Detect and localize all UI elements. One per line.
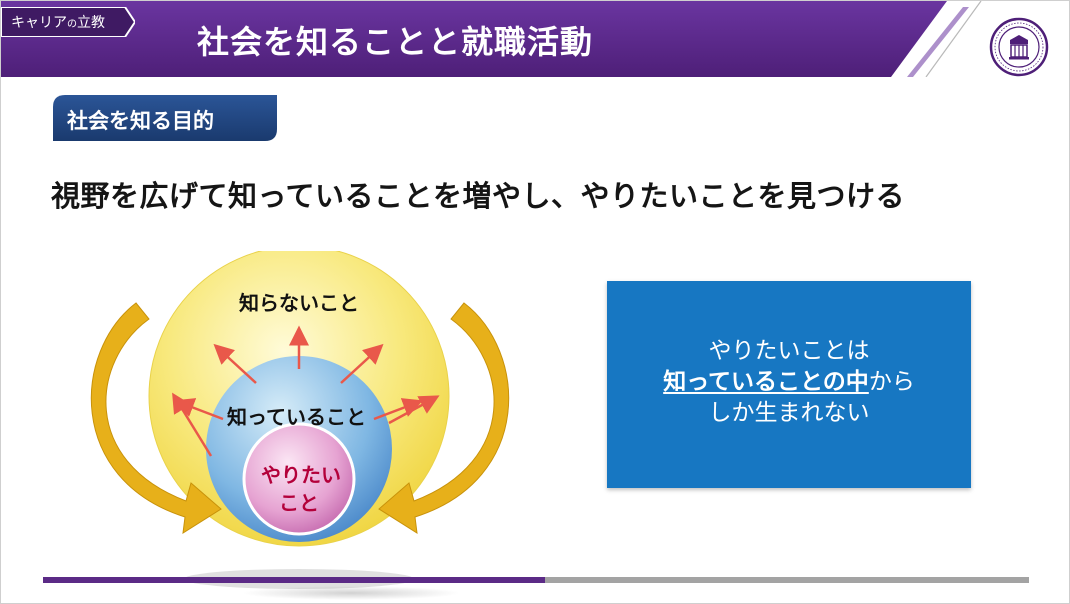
callout-line-3: しか生まれない <box>708 400 870 426</box>
expand-arrow <box>172 392 213 457</box>
callout-line-2: 知っていることの中から <box>607 367 971 398</box>
right-curved-arrow <box>378 302 510 534</box>
footer-rule <box>43 577 1029 583</box>
conclusion-callout: やりたいことは 知っていることの中から しか生まれない <box>607 281 971 488</box>
lead-sentence: 視野を広げて知っていることを増やし、やりたいことを見つける <box>51 179 906 213</box>
label-known: 知っていること <box>227 405 366 429</box>
expand-arrow <box>373 398 424 421</box>
expand-arrow <box>388 395 440 425</box>
callout-line-1: やりたいことは <box>708 338 870 364</box>
expand-arrow <box>213 343 257 384</box>
section-badge-label: 社会を知る目的 <box>67 109 214 133</box>
callout-emphasis: 知っていることの中 <box>663 369 869 395</box>
inner-circle-wanted <box>242 422 356 536</box>
label-unknown: 知らないこと <box>239 291 359 315</box>
footer-shadow <box>241 586 461 600</box>
page-title: 社会を知ることと就職活動 <box>197 23 594 61</box>
header-bar: キャリアの立教 社会を知ることと就職活動 <box>1 1 1069 77</box>
series-tag-text: キャリアの立教 <box>11 15 105 31</box>
left-curved-arrow <box>90 302 222 534</box>
header-band <box>1 1 982 77</box>
expand-arrow <box>340 343 384 384</box>
university-seal-icon <box>989 17 1049 77</box>
concentric-diagram: 知らないこと 知っていること やりたい こと <box>71 251 551 591</box>
series-tag: キャリアの立教 <box>1 7 135 37</box>
label-wanted-line1: やりたい <box>261 463 341 487</box>
callout-line-2-rest: から <box>868 369 915 395</box>
label-wanted-line2: こと <box>279 491 319 515</box>
section-badge <box>53 95 277 141</box>
